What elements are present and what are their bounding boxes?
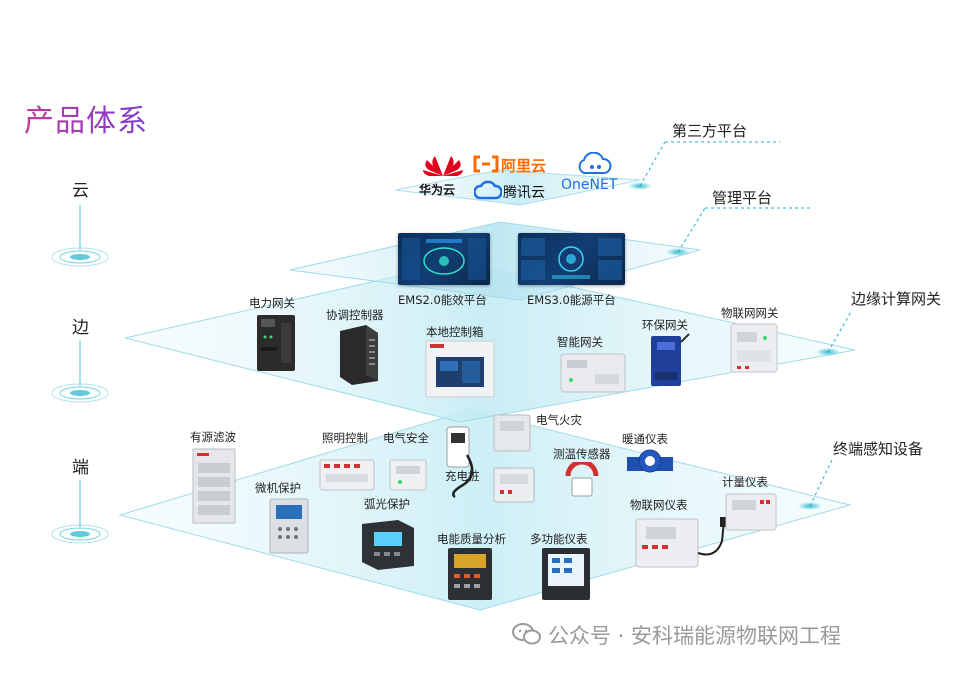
label-third-party-platform: 第三方平台 [672,122,748,140]
coord-controller-device[interactable] [336,323,382,385]
tencent-cloud-label: 腾讯云 [503,185,545,201]
tier-label-edge: 边 [72,318,89,338]
cloud-plane [394,169,641,206]
connector-third-party [639,141,666,187]
iot-gateway-label: 物联网网关 [721,306,779,320]
smart-gateway-label: 智能网关 [557,335,603,349]
connector-terminal [809,459,833,507]
huawei-logo-icon [423,156,463,176]
coord-controller-label: 协调控制器 [326,308,384,322]
huawei-cloud-label: 华为云 [419,183,456,197]
multi-meter-device[interactable] [540,546,592,602]
label-edge-gateway: 边缘计算网关 [851,290,942,308]
iot-gateway-device[interactable] [727,320,783,378]
fire-label: 电气火灾 [536,413,582,427]
watermark: 公众号 · 安科瑞能源物联网工程 [548,624,842,648]
arc-protect-device[interactable] [358,518,418,570]
iot-meter-label: 物联网仪表 [630,498,688,512]
ems2-screen[interactable] [398,233,490,285]
temp-sensor-label: 测温传感器 [553,447,611,461]
label-terminal-sensing: 终端感知设备 [833,440,924,458]
aliyun-logo-icon [473,155,499,173]
micro-protect-device[interactable] [266,497,312,555]
connector-management [677,207,706,253]
power-gateway-device[interactable] [253,313,299,373]
elec-safety-device[interactable] [388,456,428,494]
connector-edge [827,309,853,353]
env-gateway-label: 环保网关 [642,318,688,332]
active-filter-device[interactable] [190,447,238,525]
page-title: 产品体系 [24,96,148,140]
wechat-icon [512,623,541,645]
pq-analysis-device[interactable] [446,546,494,602]
lighting-device[interactable] [318,456,376,494]
elec-safety-label: 电气安全 [383,431,429,445]
ripple-cloud [51,205,109,267]
iot-meter-device[interactable] [632,513,732,575]
onenet-label: OneNET [561,177,618,193]
multi-meter-label: 多功能仪表 [530,532,588,546]
metering-label: 计量仪表 [722,475,768,489]
tencent-cloud-icon [474,180,502,200]
temp-sensor-device[interactable] [562,462,602,502]
ems3-screen[interactable] [518,233,625,285]
hvac-meter-device[interactable] [625,447,675,483]
local-box-label: 本地控制箱 [426,325,484,339]
arc-protect-label: 弧光保护 [364,497,410,511]
metering-device[interactable] [724,490,780,534]
power-gateway-label: 电力网关 [249,296,295,310]
hvac-meter-label: 暖通仪表 [622,432,668,446]
ripple-edge [51,340,109,403]
aliyun-label: 阿里云 [501,157,547,175]
smart-gateway-device[interactable] [559,350,629,396]
active-filter-label: 有源滤波 [190,430,236,444]
ems2-label: EMS2.0能效平台 [398,293,487,307]
fire-device[interactable] [490,411,534,455]
tier-label-cloud: 云 [72,181,89,201]
micro-protect-label: 微机保护 [255,481,301,495]
onenet-cloud-icon [578,152,612,174]
label-management-platform: 管理平台 [712,189,773,207]
tier-label-terminal: 端 [72,458,89,478]
local-box-device[interactable] [424,339,496,399]
fire-device-2[interactable] [490,464,538,506]
env-gateway-device[interactable] [645,332,691,392]
ems3-label: EMS3.0能源平台 [527,293,616,307]
lighting-label: 照明控制 [322,431,368,445]
ripple-terminal [51,480,109,544]
charging-device[interactable] [441,425,481,499]
pq-analysis-label: 电能质量分析 [437,532,506,546]
